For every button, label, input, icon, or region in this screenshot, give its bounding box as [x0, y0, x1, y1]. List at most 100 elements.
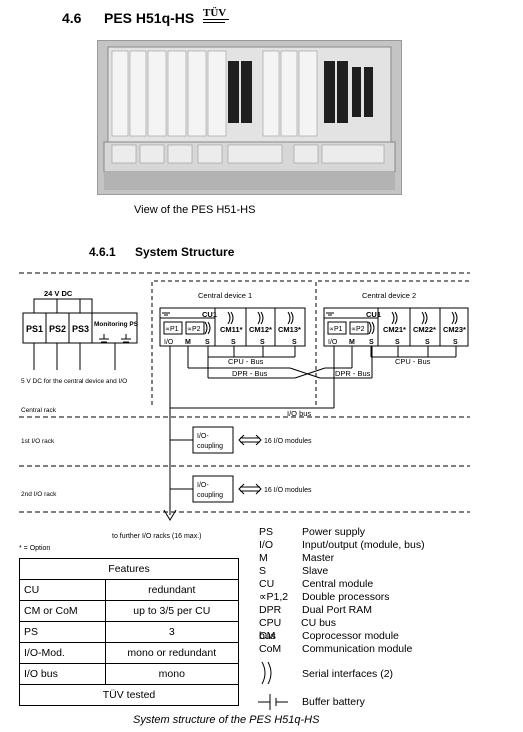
cd2-io-label: I/O [328, 339, 338, 346]
io-bus-label: I/O bus [287, 409, 311, 418]
legend-abbr: CPU bus [259, 617, 282, 642]
feature-key: CU [19, 579, 106, 601]
cd1-cm2-s-label: S [260, 339, 265, 346]
legend-desc: Central module [302, 578, 374, 590]
cd1-io-label: I/O [164, 339, 174, 346]
section-title: PES H51q-HS [104, 10, 195, 26]
cd2-cm1-s-label: S [395, 339, 400, 346]
rack-1-label: 1st I/O rack [21, 438, 55, 445]
legend-abbr: I/O [259, 539, 274, 551]
subsection-title: System Structure [135, 245, 235, 259]
coupling-2-label-b: coupling [197, 492, 223, 499]
legend-abbr: M [259, 552, 268, 564]
legend-abbr: PS [259, 526, 274, 538]
battery-icon [258, 694, 288, 710]
legend-desc: Communication module [302, 643, 413, 655]
features-footer: TÜV tested [19, 684, 239, 706]
cd1-cu-label: CU1 [202, 310, 217, 319]
cd1-cm3-label: CM13* [278, 325, 301, 334]
legend-desc: Coprocessor module [302, 630, 399, 642]
cd2-cm2-label: CM22* [413, 325, 436, 334]
cd2-cu-label: CU1 [366, 310, 381, 319]
rack-2-label: 2nd I/O rack [21, 491, 57, 498]
central-device-2-title: Central device 2 [362, 291, 416, 300]
feature-value: 3 [104, 621, 240, 643]
ps1-label: PS1 [26, 324, 43, 334]
legend-desc: Double processors [302, 591, 390, 603]
legend-desc: Power supply [302, 526, 366, 538]
feature-value: mono or redundant [104, 642, 240, 664]
section-number: 4.6 [62, 10, 82, 26]
cd1-s-label: S [205, 339, 210, 346]
cd1-cm2-label: CM12* [249, 325, 272, 334]
features-title: Features [19, 558, 239, 580]
legend-abbr: CM [259, 630, 276, 642]
coupling-1-label-b: coupling [197, 443, 223, 450]
feature-key: I/O-Mod. [19, 642, 106, 664]
figure-caption: System structure of the PES H51q-HS [133, 714, 320, 726]
cd1-p1-label: ∝P1 [165, 326, 179, 333]
system-structure-diagram: 24 V DC PS1 PS2 PS3 Monitoring PS 5 V DC… [19, 272, 470, 521]
cd2-cm2-s-label: S [425, 339, 430, 346]
feature-key: PS [19, 621, 106, 643]
cd2-s-label: S [369, 339, 374, 346]
legend-desc: Slave [302, 565, 329, 577]
legend-abbr: CU [259, 578, 275, 590]
supply-note: 5 V DC for the central device and I/O [21, 378, 127, 385]
cpu-bus-1-label: CPU - Bus [228, 357, 264, 366]
tuv-logo: TÜV [203, 8, 229, 26]
legend-abbr: CoM [259, 643, 282, 655]
cd2-cm3-label: CM23* [443, 325, 466, 334]
legend-desc: Master [302, 552, 335, 564]
cd1-cm3-s-label: S [292, 339, 297, 346]
feature-value: up to 3/5 per CU [104, 600, 240, 622]
central-device-1-title: Central device 1 [198, 291, 252, 300]
cd2-p2-label: ∝P2 [351, 326, 365, 333]
ps3-label: PS3 [72, 324, 89, 334]
photo-caption: View of the PES H51-HS [134, 204, 256, 216]
feature-value: redundant [104, 579, 240, 601]
coupling-2-label-a: I/O- [197, 482, 209, 489]
monitoring-ps-label: Monitoring PS [94, 321, 139, 328]
legend-abbr: S [259, 565, 267, 577]
cd2-m-label: M [349, 339, 355, 346]
legend-desc: CU bus [301, 617, 337, 629]
rack-photo [97, 40, 402, 195]
cd1-m-label: M [185, 339, 191, 346]
serial-interface-desc: Serial interfaces (2) [302, 668, 394, 680]
legend-abbr: DPR [259, 604, 282, 616]
cd1-cm1-label: CM11* [220, 325, 243, 334]
table-row: I/O-Mod.mono or redundant [19, 642, 240, 664]
serial-interface-icon [261, 661, 272, 685]
dpr-bus-1-label: DPR - Bus [232, 369, 268, 378]
ps2-label: PS2 [49, 324, 66, 334]
dpr-bus-2-label: DPR - Bus [335, 369, 371, 378]
central-rack-label: Central rack [21, 407, 57, 414]
cpu-bus-2-label: CPU - Bus [395, 357, 431, 366]
subsection-number: 4.6.1 [89, 245, 116, 259]
cd1-cm1-s-label: S [231, 339, 236, 346]
supply-label: 24 V DC [44, 289, 73, 298]
feature-key: I/O bus [19, 663, 106, 685]
legend-desc: Dual Port RAM [302, 604, 373, 616]
cd2-p1-label: ∝P1 [329, 326, 343, 333]
coupling-1-label-a: I/O- [197, 433, 209, 440]
legend-abbr: ∝P1,2 [259, 591, 289, 603]
feature-key: CM or CoM [19, 600, 106, 622]
cd1-p2-label: ∝P2 [187, 326, 201, 333]
io-modules-1-label: 16 I/O modules [264, 438, 312, 445]
cd2-cm3-s-label: S [453, 339, 458, 346]
feature-value: mono [104, 663, 240, 685]
cd2-cm1-label: CM21* [383, 325, 406, 334]
legend-desc: Input/output (module, bus) [302, 539, 425, 551]
io-modules-2-label: 16 I/O modules [264, 487, 312, 494]
battery-desc: Buffer battery [302, 696, 365, 708]
further-racks-note: to further I/O racks (16 max.) [112, 533, 202, 540]
option-note: * = Option [19, 545, 51, 552]
legend-symbols [258, 661, 288, 710]
